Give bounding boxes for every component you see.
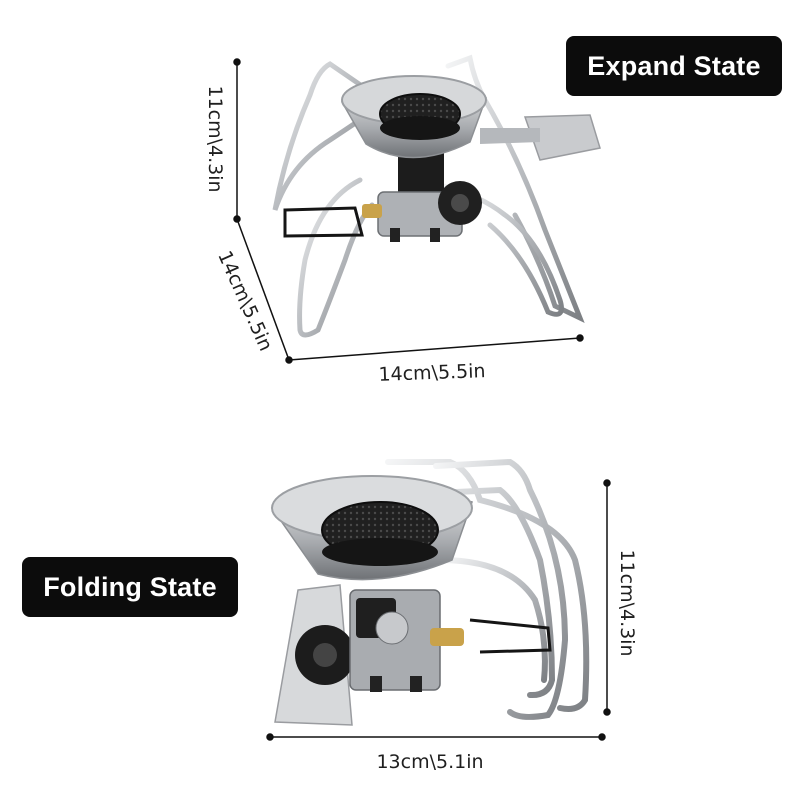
expanded-stove (272, 54, 601, 338)
folded-width-dimension: 13cm\5.1in (376, 751, 484, 773)
dimension-lines-expanded (233, 58, 584, 364)
expand-state-text: Expand State (587, 50, 761, 81)
expanded-height-dimension: 11cm\4.3in (204, 85, 226, 193)
folding-state-label: Folding State (22, 557, 238, 617)
folded-stove (270, 458, 590, 726)
expand-state-label: Expand State (566, 36, 782, 96)
dimension-lines-folded (266, 479, 611, 741)
folded-height-dimension: 11cm\4.3in (616, 549, 638, 657)
folding-state-text: Folding State (43, 571, 217, 602)
